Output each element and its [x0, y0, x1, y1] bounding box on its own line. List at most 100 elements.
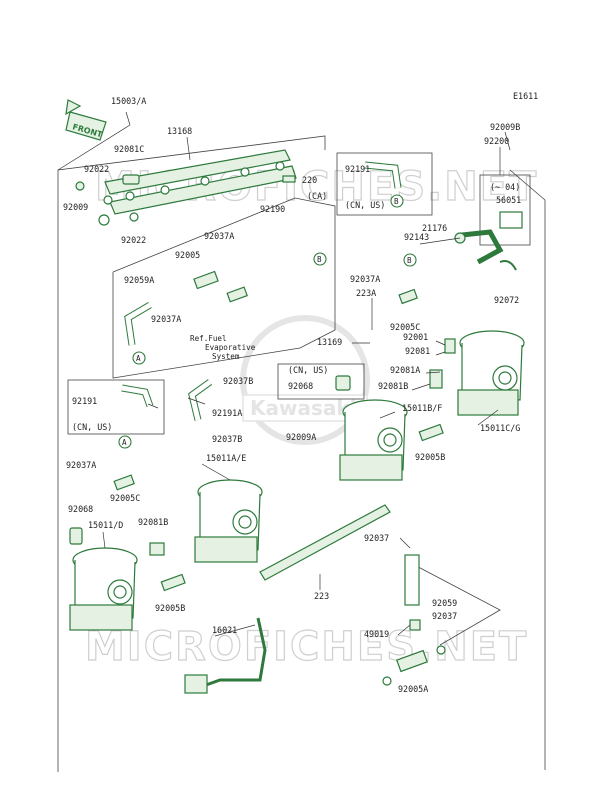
label-16021: 16021: [212, 625, 237, 635]
bolt-92009: [75, 181, 85, 191]
sheet-code: E1611: [513, 91, 538, 101]
label-92191-top: 92191: [345, 164, 370, 174]
label-92037b-b: 92037B: [212, 434, 242, 444]
hose-fittings: [113, 288, 444, 592]
label-92081c: 92081C: [114, 144, 144, 154]
label-92037a-c: 92037A: [350, 274, 380, 284]
callout-b-1: B: [313, 252, 327, 266]
label-56051: 56051: [496, 195, 521, 205]
label-92081b-b: 92081B: [138, 517, 168, 527]
hose-92059a: [124, 301, 152, 346]
label-92009b: 92009B: [490, 122, 520, 132]
hose-92191-top: [364, 161, 402, 189]
label-223a: 223A: [356, 288, 376, 298]
label-92005a: 92005A: [398, 684, 428, 694]
plug-92068-left: [69, 527, 83, 545]
to04-box: [479, 174, 531, 246]
label-92005c: 92005C: [390, 322, 420, 332]
label-15011-d: 15011/D: [88, 520, 123, 530]
label-56051: [499, 211, 523, 229]
label-92059a: 92059A: [124, 275, 154, 285]
clamp-92072: [499, 260, 517, 271]
label-92005: 92005: [175, 250, 200, 260]
watermark-bottom: MICROFICHES.NET: [85, 624, 528, 670]
label-cnus-left: (CN, US): [72, 422, 112, 432]
screw-220: [282, 175, 296, 183]
front-direction-marker: FRONT: [65, 99, 107, 141]
hose-group-outline: [404, 559, 501, 646]
leader-lines: [102, 131, 511, 637]
callout-a-1: A: [132, 351, 146, 365]
assembly-outline: [57, 135, 546, 772]
ca-region-outline: [112, 197, 336, 379]
label-21176: 21176: [422, 223, 447, 233]
label-92022-a: 92022: [84, 164, 109, 174]
label-92059: 92059: [432, 598, 457, 608]
spring-92081: [149, 338, 456, 556]
label-92143: 92143: [404, 232, 429, 242]
label-92022-b: 92022: [121, 235, 146, 245]
label-92081a: 92081A: [390, 365, 420, 375]
label-92081: 92081: [405, 346, 430, 356]
svg-text:B: B: [317, 255, 322, 264]
vent-fitting-21176: [454, 229, 504, 265]
tee-92005: [193, 270, 219, 290]
label-92005b-b: 92005B: [155, 603, 185, 613]
carburetor-15011-d: [69, 547, 138, 631]
svg-text:B: B: [394, 197, 399, 206]
ref-fuel-note: Ref.Fuel Evaporative System: [190, 334, 256, 361]
clamp-92081c: [122, 174, 140, 185]
cnus-box-top: [336, 152, 433, 216]
label-92009: 92009: [63, 202, 88, 212]
svg-text:Ref.Fuel: Ref.Fuel: [190, 334, 227, 343]
hose-92059: [404, 554, 420, 606]
label-92068-b: 92068: [68, 504, 93, 514]
label-49019: 49019: [364, 629, 389, 639]
washer-92022: [98, 212, 139, 226]
callout-b-2: B: [390, 194, 404, 208]
label-92037-b: 92037: [432, 611, 457, 621]
label-13168: 13168: [167, 126, 192, 136]
cnus-box-mid: [277, 363, 365, 400]
label-15011a-e: 15011A/E: [206, 453, 246, 463]
hose-92191a: [188, 379, 213, 421]
label-92037a-a: 92037A: [204, 231, 234, 241]
label-92191a: 92191A: [212, 408, 242, 418]
svg-text:System: System: [212, 352, 240, 361]
clip-92037a: [226, 286, 248, 303]
label-92037a-b: 92037A: [151, 314, 181, 324]
label-92190: 92190: [260, 204, 285, 214]
label-92001: 92001: [403, 332, 428, 342]
label-92009a: 92009A: [286, 432, 316, 442]
label-15003a: 15003/A: [111, 96, 146, 106]
label-cnus-mid: (CN, US): [288, 365, 328, 375]
plug-92068-top: [335, 375, 351, 391]
carburetor-15011b-f: [339, 399, 408, 481]
label-92068-a: 92068: [288, 381, 313, 391]
label-ca: (CA): [307, 191, 327, 201]
hose-92191-left: [121, 384, 154, 408]
label-15011c-g: 15011C/G: [480, 423, 520, 433]
label-223: 223: [314, 591, 329, 601]
label-92037b: 92037B: [223, 376, 253, 386]
tee-92005a: [382, 645, 446, 686]
label-cnus-top: (CN, US): [345, 200, 385, 210]
svg-text:A: A: [136, 354, 141, 363]
svg-text:B: B: [407, 256, 412, 265]
label-13169: 13169: [317, 337, 342, 347]
svg-text:A: A: [122, 438, 127, 447]
bracket-16021: [184, 617, 267, 694]
callout-a-2: A: [118, 435, 132, 449]
label-92072: 92072: [494, 295, 519, 305]
carburetor-15011c-g: [457, 330, 525, 416]
carburetor-15011a-e: [194, 479, 263, 563]
watermark-logo-text: Kawasaki: [250, 396, 357, 420]
cnus-box-left: [67, 379, 165, 435]
callout-b-3: B: [403, 253, 417, 267]
label-92005c-b: 92005C: [110, 493, 140, 503]
fuel-rail-13168: [103, 149, 297, 215]
label-92200: 92200: [484, 136, 509, 146]
label-92005b: 92005B: [415, 452, 445, 462]
label-92191-left: 92191: [72, 396, 97, 406]
